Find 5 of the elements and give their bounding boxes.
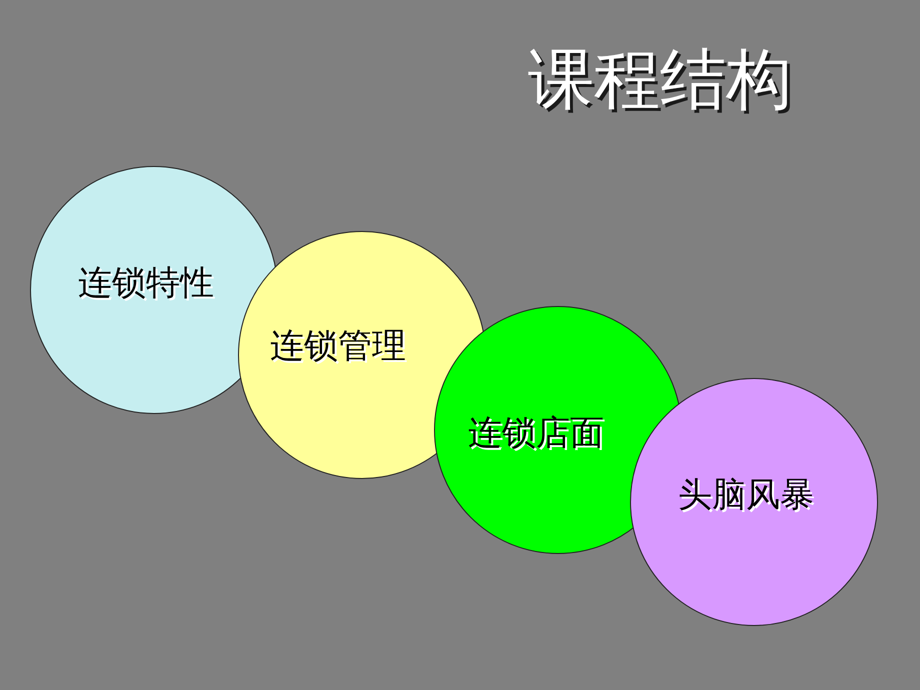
slide-title: 课程结构 bbox=[528, 44, 792, 117]
topic-label: 连锁特性 bbox=[78, 264, 214, 304]
topic-label: 头脑风暴 bbox=[678, 476, 814, 516]
topic-label: 连锁店面 bbox=[468, 414, 604, 454]
topic-label: 连锁管理 bbox=[270, 327, 406, 367]
